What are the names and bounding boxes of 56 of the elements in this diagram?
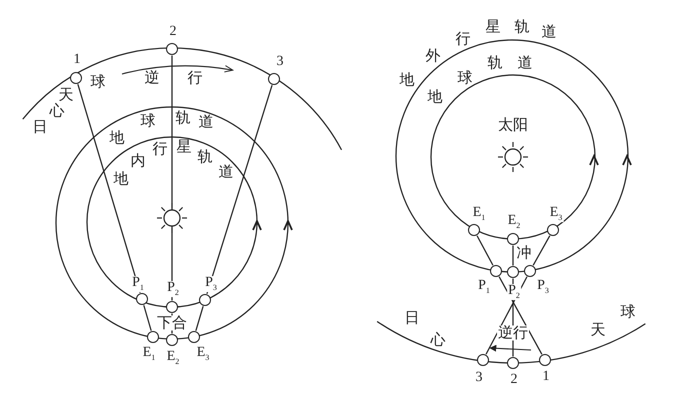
sight-line bbox=[498, 276, 542, 355]
diagram-label: 天 bbox=[58, 88, 74, 102]
point-label: E$_{3}$ bbox=[548, 206, 564, 222]
diagram-label: 球 bbox=[140, 114, 156, 128]
diagram-label: 轨 bbox=[488, 56, 502, 70]
diagram-label: 地 bbox=[110, 130, 124, 146]
point-label: P$_{3}$ bbox=[536, 279, 550, 295]
diagram-label: 星 bbox=[486, 20, 500, 34]
diagram-label: 行 bbox=[188, 70, 202, 86]
point-label: P$_{1}$ bbox=[477, 279, 491, 295]
diagram-label: 天 bbox=[590, 322, 606, 338]
diagram-label: 太阳 bbox=[498, 118, 528, 132]
point-label: E$_{1}$ bbox=[472, 206, 486, 222]
point-label: E$_{1}$ bbox=[142, 346, 156, 362]
diagram-label: 行 bbox=[152, 142, 168, 156]
diagram-label: 道 bbox=[218, 164, 234, 180]
point-label: P$_{2}$ bbox=[507, 284, 521, 300]
sight-line bbox=[206, 85, 273, 294]
point-label: P$_{1}$ bbox=[131, 276, 145, 292]
point-label: E$_{2}$ bbox=[506, 214, 522, 230]
diagram-label: 日 bbox=[32, 120, 48, 134]
sight-line bbox=[532, 235, 550, 266]
sight-line bbox=[195, 306, 204, 331]
diagram-label: 行 bbox=[456, 32, 470, 46]
point-label: E$_{3}$ bbox=[196, 346, 210, 362]
diagram-label: 轨 bbox=[198, 150, 212, 164]
diagram-label: 逆行 bbox=[497, 326, 529, 340]
diagram-label: 冲 bbox=[516, 246, 532, 260]
point-label: P$_{3}$ bbox=[204, 276, 218, 292]
sight-line bbox=[486, 276, 528, 355]
diagram-label: 地 bbox=[114, 172, 128, 186]
point-label: P$_{2}$ bbox=[166, 281, 180, 297]
diagram-label: 日 bbox=[404, 310, 420, 326]
diagram-label: 内 bbox=[130, 154, 146, 168]
sight-line bbox=[77, 84, 141, 293]
point-label: E$_{2}$ bbox=[166, 350, 180, 366]
diagram-label: 外 bbox=[426, 48, 440, 64]
diagram-label: 轨 bbox=[514, 20, 530, 34]
diagram-label: 道 bbox=[542, 24, 556, 40]
diagram-label: 逆 bbox=[144, 70, 160, 86]
diagram-label: 下合 bbox=[156, 316, 188, 330]
diagram-label: 轨 bbox=[176, 110, 190, 126]
diagram-label: 球 bbox=[620, 304, 636, 320]
sight-line bbox=[143, 305, 152, 331]
diagram-label: 地 bbox=[400, 72, 414, 88]
sight-line bbox=[476, 235, 494, 266]
diagram-label: 地 bbox=[428, 90, 442, 104]
diagram-label: 球 bbox=[458, 70, 472, 86]
diagram-label: 星 bbox=[176, 140, 192, 154]
diagram-label: 球 bbox=[90, 74, 106, 90]
diagram-label: 道 bbox=[198, 114, 214, 130]
diagram-label: 道 bbox=[518, 56, 532, 70]
sight-line bbox=[512, 246, 514, 266]
diagram-label: 心 bbox=[50, 104, 64, 118]
sight-line bbox=[171, 56, 173, 300]
diagram-label: 心 bbox=[430, 332, 446, 348]
